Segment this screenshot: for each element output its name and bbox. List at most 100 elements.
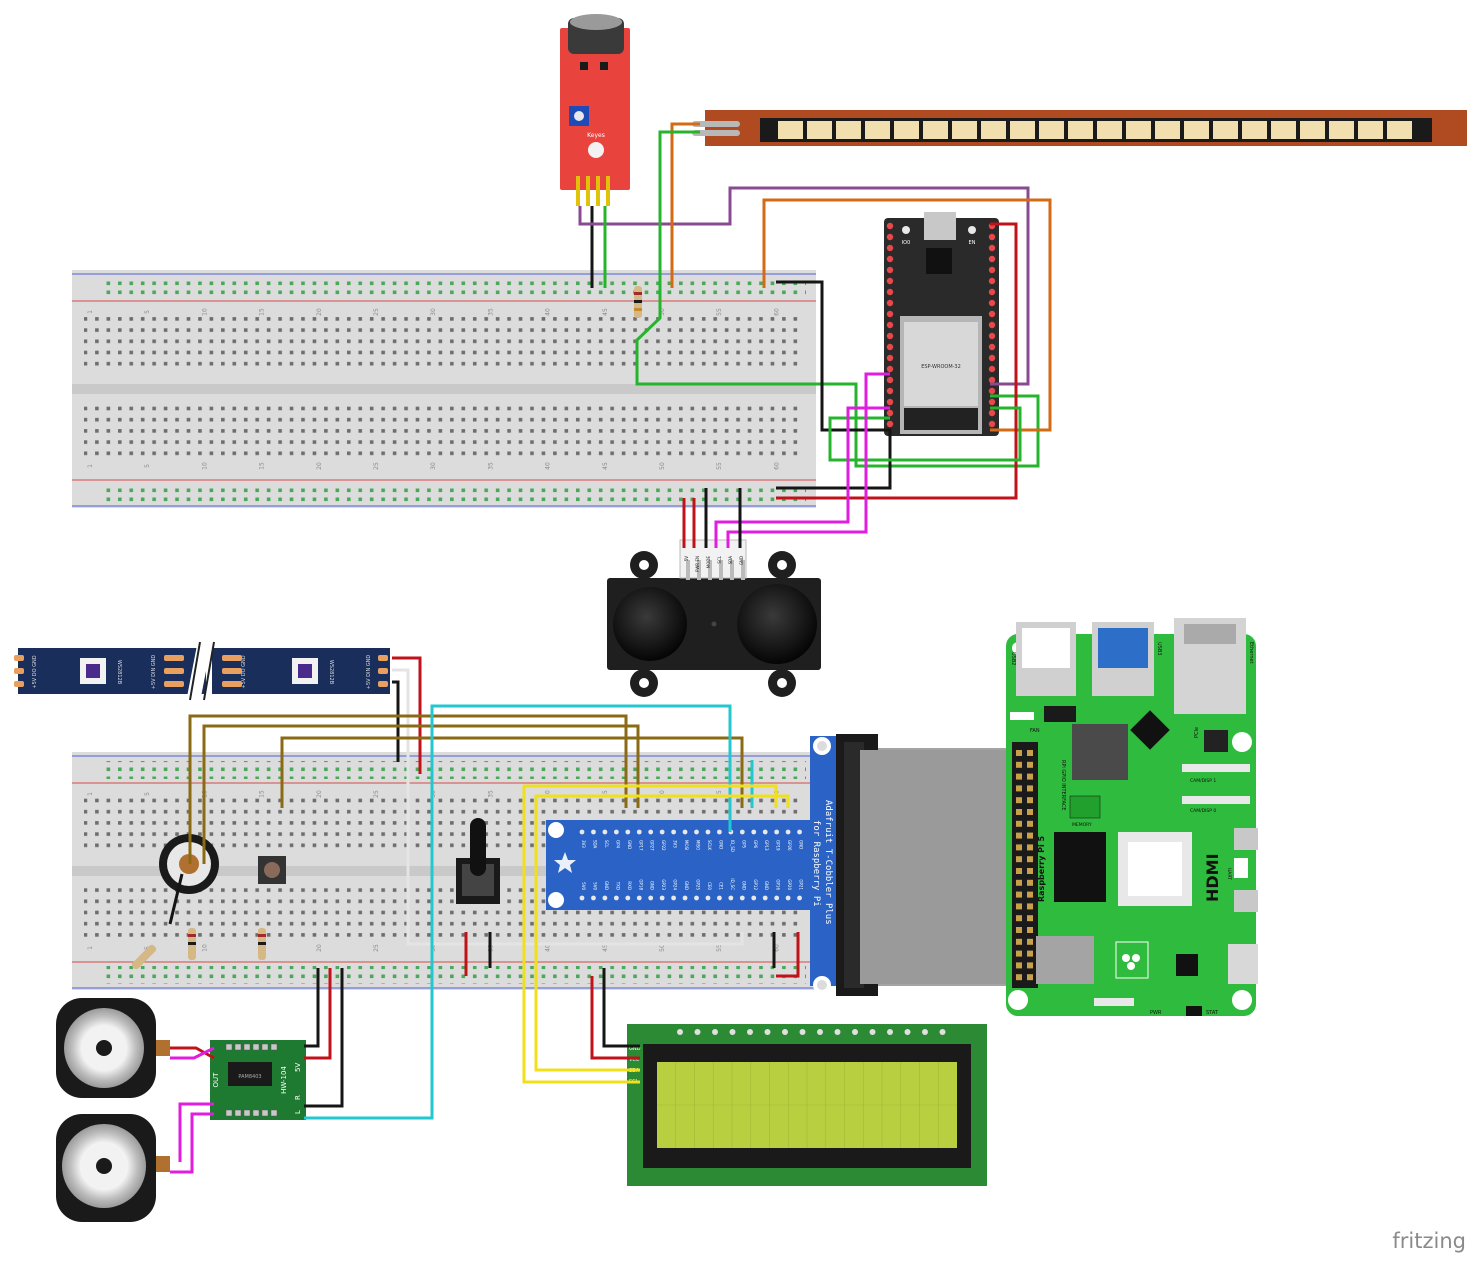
cobbler-pin [636,895,642,901]
push-button[interactable] [258,856,286,884]
gpio-pin [1016,938,1022,945]
esp32-pin [988,310,996,318]
lidar-pin [719,560,723,580]
amp-pin [252,1043,260,1051]
column-label: 45 [602,790,609,798]
column-label: 1 [87,464,94,468]
esp32-pin [988,354,996,362]
column-label: 50 [659,790,666,798]
cobbler-pin-label: GP22 [661,840,666,851]
cobbler-pin [785,895,791,901]
column-label: 40 [545,944,552,952]
column-label: 25 [373,790,380,798]
wire-yellow-2 [534,794,790,1072]
gpio-pin [1016,797,1022,804]
column-label: 55 [716,462,723,470]
flex-cell [1387,121,1412,139]
flex-cell [1184,121,1209,139]
esp32-pin [886,387,894,395]
ledstrip-pins-label-d: +5V DIN GND [366,655,372,690]
flex-cell [1068,121,1093,139]
cobbler-pin-label: MOSI [684,840,689,850]
flex-cell [1155,121,1180,139]
cobbler-pin-label: GND [741,881,746,890]
esp32-pin [886,244,894,252]
cobbler-title-1: Adafruit T-Cobbler Plus [823,800,833,925]
flex-cell [1329,121,1354,139]
wires [168,122,1052,1174]
lcd-gnd-label: GND [629,1046,641,1052]
wire-brown-1 [188,714,628,864]
column-label: 20 [316,944,323,952]
cobbler-pin-label: 5V0 [592,882,597,890]
amp-pin [270,1109,278,1117]
amp-pin [261,1109,269,1117]
esp32-pin [988,376,996,384]
cobbler-pin-label: CE1 [718,882,723,890]
flex-cell [778,121,803,139]
flex-cell [981,121,1006,139]
cobbler-pin [625,895,631,901]
gpio-pin [1016,832,1022,839]
lidar-pin-label: SCL [717,555,722,563]
lcd-pin [677,1029,683,1035]
esp32-pin [988,420,996,428]
lcd-pin [712,1029,718,1035]
potentiometer[interactable] [456,818,500,904]
boot-button[interactable] [902,226,910,234]
esp32-board: ESP-WROOM-32 IO0 EN [884,212,999,436]
column-label: 30 [430,462,437,470]
lcd-pin [869,1029,876,1035]
cobbler-pin-label: SCL [604,840,609,848]
cobbler-pin [694,895,699,901]
flex-cell [1358,121,1383,139]
wire-esp-orange [762,198,1052,432]
cobbler-pin-label: GP27 [650,840,655,851]
wire-speaker-red [170,1046,215,1060]
cobbler-pin-label: MISO [696,840,701,850]
gpio-pin [1016,891,1022,898]
ledstrip-pins-label-b: +5V DIN GND [151,655,157,690]
cobbler-pin-label: GND [627,840,632,849]
cobbler-pin [739,895,745,901]
esp32-pin [886,310,894,318]
esp32-pin [988,233,996,241]
cobbler-pin-label: ID_SD [730,840,735,852]
wire-brown-2 [202,724,640,864]
esp32-module-label: ESP-WROOM-32 [921,364,961,370]
en-button[interactable] [968,226,976,234]
wire-led-red [392,656,422,774]
cobbler-pin-label: GP18 [638,879,643,890]
esp32-pin [988,277,996,285]
esp32-pin [988,332,996,340]
gpio-pin [1027,891,1033,898]
rpi-uart-label: UART [1226,868,1232,880]
esp32-pin [886,277,894,285]
wire-lcd-red [590,976,640,1060]
amp-pin [225,1043,233,1051]
cobbler-pin-label: GP17 [638,840,643,851]
resistor-1 [131,944,157,970]
cobbler-pin [751,829,757,835]
raspberry-pi-5: USB2 USB3 Ethernet FAN PCIe CAM/DISP 1 C… [1006,618,1258,1016]
column-label: 60 [773,944,780,952]
gpio-pin [1016,750,1022,756]
rpi-power-label: PWR [1150,1010,1162,1016]
gpio-pin [1027,844,1033,851]
cobbler-pin-label: 5V0 [581,882,586,890]
gpio-pin [1027,832,1033,839]
column-label: 40 [545,462,552,470]
esp32-pin [886,222,894,230]
rpi-cam0-label: CAM/DISP 0 [1190,808,1216,814]
esp32-pin [988,321,996,329]
lidar-pin [686,560,690,580]
gpio-pin [1027,750,1033,756]
gpio-pin [1027,962,1033,969]
esp32-pin [886,376,894,384]
rpi-ethernet-label: Ethernet [1248,642,1254,664]
lidar-pin [730,560,734,580]
column-label: 30 [430,790,437,798]
cobbler-pin-label: GP6 [753,840,758,849]
